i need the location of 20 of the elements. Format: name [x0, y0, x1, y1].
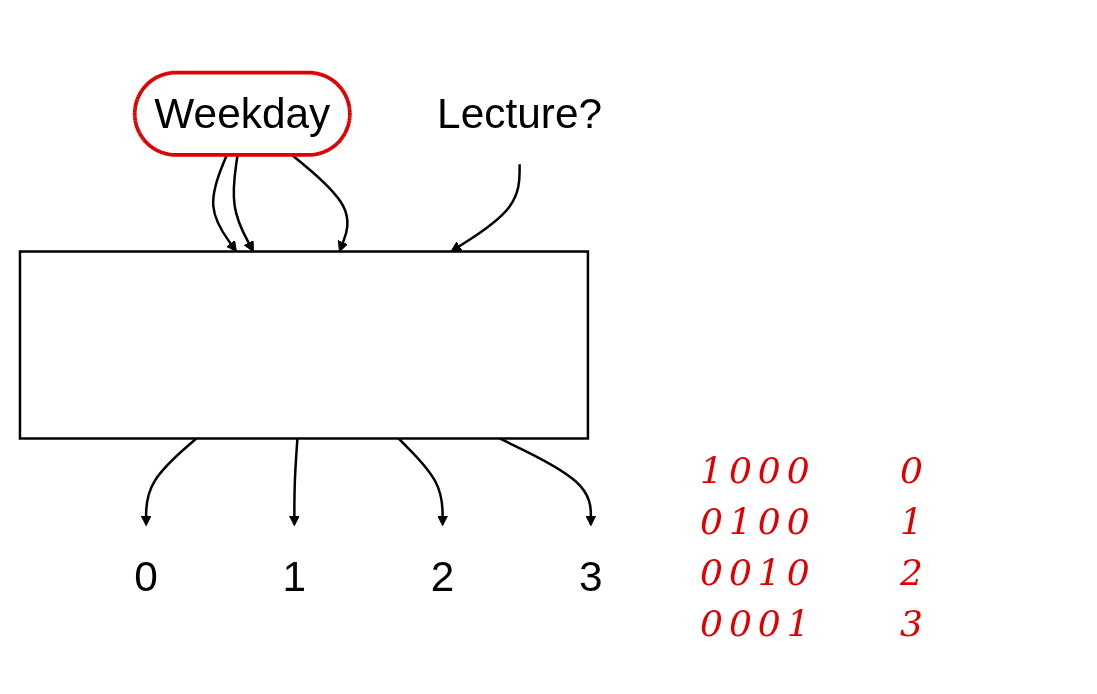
arrow [211, 155, 237, 252]
handwritten-note: 3 [900, 603, 930, 644]
node-text: 1 [282, 551, 307, 600]
handwritten-note: 1 [900, 501, 930, 542]
arrow [288, 438, 300, 527]
handwritten-note: 2 [900, 552, 930, 593]
arrow [291, 154, 349, 252]
handwritten-note: 1000 [700, 450, 817, 491]
arrow [232, 155, 254, 252]
handwritten-note: 0 [900, 450, 930, 491]
node-box [18, 250, 590, 440]
node-text: Lecture? [437, 89, 603, 137]
node-text: Weekday [154, 89, 331, 137]
handwritten-note: 0001 [700, 603, 817, 644]
node-text: 3 [579, 551, 603, 600]
node-text: 2 [430, 551, 455, 600]
arrow [450, 164, 521, 252]
handwritten-note: 0100 [700, 501, 817, 542]
node-text: 0 [134, 551, 158, 600]
handwritten-note: 0010 [700, 552, 817, 593]
